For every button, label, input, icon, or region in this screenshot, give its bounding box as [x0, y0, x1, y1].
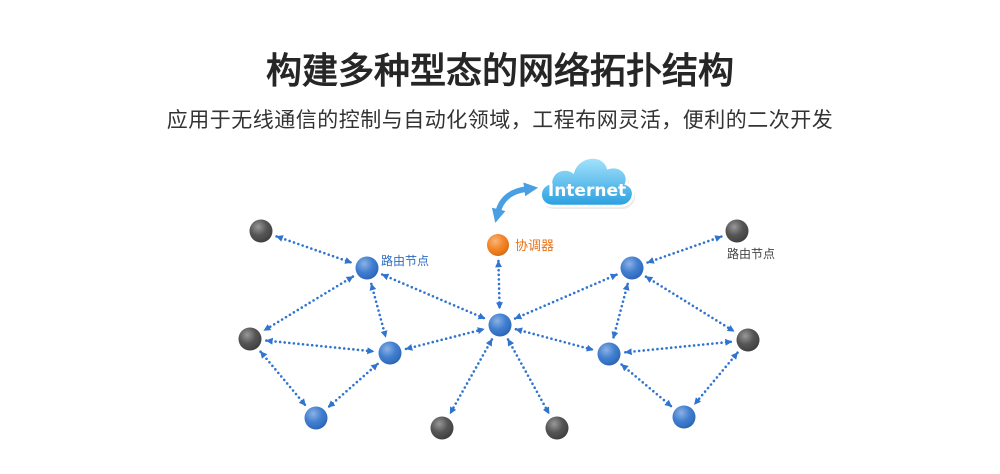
- page-subtitle: 应用于无线通信的控制与自动化领域，工程布网灵活，便利的二次开发: [166, 108, 834, 132]
- internet-cloud: Internet: [539, 156, 636, 209]
- connection-line: [513, 273, 619, 320]
- connection-line: [448, 338, 494, 415]
- node-highlight: [249, 219, 273, 243]
- connection-line: [265, 337, 375, 355]
- router-node-label-left: 路由节点: [381, 253, 429, 268]
- connection-line: [611, 282, 630, 340]
- connection-line: [262, 275, 355, 332]
- coordinator-label: 协调器: [515, 239, 554, 254]
- node-highlight: [736, 328, 760, 352]
- router-node-upper-right: [620, 256, 644, 280]
- connection-line: [259, 350, 307, 407]
- network-nodes: [238, 219, 760, 440]
- end-node-top-left: [249, 219, 273, 243]
- end-node-top-right: [725, 219, 749, 243]
- node-highlight: [545, 416, 569, 440]
- connection-line: [646, 235, 723, 264]
- end-node-bottom-center-right: [545, 416, 569, 440]
- connection-line: [693, 351, 739, 406]
- connection-line: [327, 362, 379, 409]
- router-node-middle-left: [378, 341, 402, 365]
- connection-lines: [259, 235, 739, 415]
- end-node-right: [736, 328, 760, 352]
- connection-line: [404, 327, 486, 351]
- router-node-center: [488, 313, 512, 337]
- connection-line: [620, 363, 673, 408]
- end-node-bottom-center-left: [430, 416, 454, 440]
- node-highlight: [620, 256, 644, 280]
- router-node-lower-left: [304, 406, 328, 430]
- node-highlight: [672, 405, 696, 429]
- node-highlight: [238, 327, 262, 351]
- connection-line: [495, 259, 503, 310]
- node-highlight: [304, 406, 328, 430]
- page-title: 构建多种型态的网络拓扑结构: [265, 51, 734, 92]
- cloud-coordinator-arrow: [491, 182, 539, 223]
- router-node-label-right: 路由节点: [727, 246, 775, 261]
- router-node-upper-left: [355, 256, 379, 280]
- node-highlight: [355, 256, 379, 280]
- router-node-middle-right: [597, 342, 621, 366]
- node-highlight: [487, 234, 509, 256]
- connection-line: [369, 282, 388, 339]
- node-highlight: [378, 341, 402, 365]
- end-node-left: [238, 327, 262, 351]
- node-highlight: [488, 313, 512, 337]
- connection-line: [514, 327, 595, 352]
- coordinator-node: [487, 234, 509, 256]
- node-highlight: [430, 416, 454, 440]
- node-highlight: [597, 342, 621, 366]
- connection-line: [624, 338, 733, 356]
- connection-line: [275, 235, 353, 264]
- connection-line: [380, 273, 487, 320]
- connection-line: [644, 275, 736, 333]
- cloud-label: Internet: [548, 181, 626, 201]
- cloud-icon: [539, 156, 635, 208]
- node-highlight: [725, 219, 749, 243]
- router-node-lower-right: [672, 405, 696, 429]
- connection-line: [506, 338, 551, 415]
